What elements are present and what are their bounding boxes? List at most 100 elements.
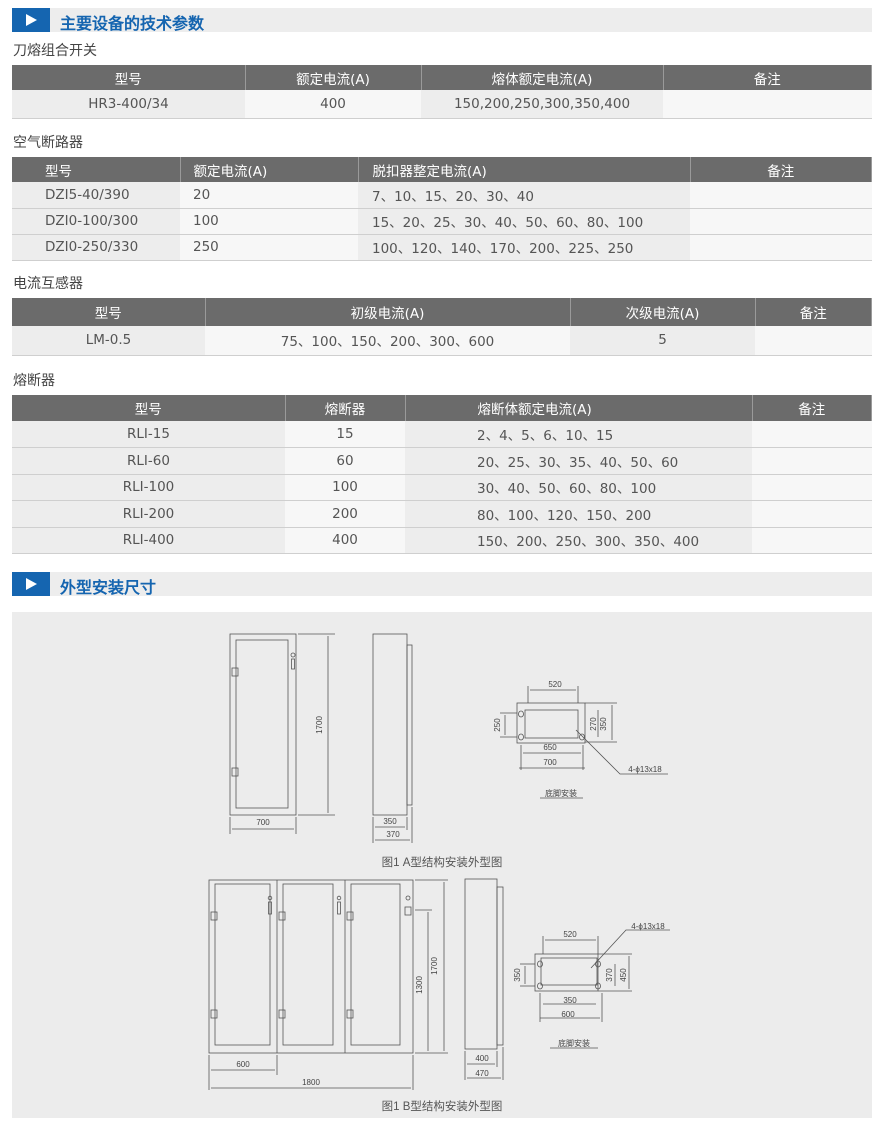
- cell: [755, 326, 872, 356]
- cell: DZI0-250/330: [12, 234, 180, 261]
- cell: 15: [285, 421, 405, 448]
- cell: 100: [180, 208, 358, 235]
- dim-side-depth: 350: [383, 817, 397, 826]
- dim-side-total: 470: [475, 1069, 489, 1078]
- cabinet-a-front: [229, 633, 335, 834]
- base-dim-inner-right: 270: [589, 717, 598, 731]
- cell: 100: [285, 474, 405, 501]
- header-cell: 熔体额定电流(A): [421, 65, 664, 90]
- cell: 400: [245, 90, 421, 119]
- section-header-dimensions: 外型安装尺寸: [12, 572, 872, 597]
- cell: DZI5-40/390: [12, 182, 180, 209]
- play-arrow-icon: [12, 572, 50, 596]
- base-dim-top: 520: [548, 680, 562, 689]
- header-cell: 备注: [752, 395, 872, 421]
- cell: [752, 421, 872, 448]
- header-cell: 备注: [663, 65, 872, 90]
- cell: 60: [285, 447, 405, 475]
- figure-a-caption: 图1 A型结构安装外型图: [382, 855, 503, 869]
- cell: LM-0.5: [12, 326, 205, 356]
- base-dim-right: 350: [599, 717, 608, 731]
- cell: [752, 527, 872, 554]
- dim-width: 1800: [302, 1078, 320, 1087]
- cell: [690, 234, 872, 261]
- cell: [690, 182, 872, 209]
- cell: HR3-400/34: [12, 90, 245, 119]
- base-label: 底脚安装: [558, 1038, 590, 1048]
- cell: RLI-200: [12, 500, 285, 528]
- cell: 2、4、5、6、10、15: [405, 421, 752, 448]
- header-cell: 初级电流(A): [205, 298, 571, 326]
- cell: [690, 208, 872, 235]
- cell: 75、100、150、200、300、600: [205, 326, 570, 356]
- table-title: 刀熔组合开关: [13, 43, 97, 59]
- header-cell: 熔断器: [285, 395, 406, 421]
- base-dim-left: 350: [513, 968, 522, 982]
- cell: 7、10、15、20、30、40: [358, 182, 690, 209]
- cell: [752, 500, 872, 528]
- cell: 200: [285, 500, 405, 528]
- cell: 100、120、140、170、200、225、250: [358, 234, 690, 261]
- dim-unit-width: 600: [236, 1060, 250, 1069]
- cell: 150,200,250,300,350,400: [421, 90, 663, 119]
- dim-side-depth: 400: [475, 1054, 489, 1063]
- cell: RLI-400: [12, 527, 285, 554]
- cell: 20、25、30、35、40、50、60: [405, 447, 752, 475]
- cell: 15、20、25、30、40、50、60、80、100: [358, 208, 690, 235]
- base-dim-top: 520: [563, 930, 577, 939]
- dim-height: 1700: [430, 957, 439, 975]
- header-cell: 备注: [755, 298, 872, 326]
- base-dim-inner-right: 370: [605, 968, 614, 982]
- dim-side-total: 370: [386, 830, 400, 839]
- figure-b-caption: 图1 B型结构安装外型图: [382, 1099, 503, 1113]
- table-title: 熔断器: [13, 373, 55, 389]
- installation-drawing: 1700 700 350 370 520 250 270 350 650 700…: [12, 612, 872, 1118]
- dim-width: 700: [256, 818, 270, 827]
- cabinet-b-side: [464, 878, 504, 1080]
- header-cell: 型号: [12, 298, 206, 326]
- cabinet-a-side: [372, 633, 413, 843]
- cell: DZI0-100/300: [12, 208, 180, 235]
- cell: RLI-15: [12, 421, 285, 448]
- section-title: 外型安装尺寸: [60, 578, 157, 597]
- base-dim-bottom-inner: 350: [563, 996, 577, 1005]
- base-holes: 4-ϕ13x18: [628, 765, 662, 774]
- cell: 80、100、120、150、200: [405, 500, 752, 528]
- header-cell: 型号: [12, 395, 286, 421]
- header-cell: 型号: [12, 65, 246, 90]
- section-title: 主要设备的技术参数: [60, 14, 205, 33]
- base-dim-right: 450: [619, 968, 628, 982]
- header-cell: 脱扣器整定电流(A): [358, 157, 691, 182]
- header-cell: 额定电流(A): [180, 157, 359, 182]
- play-arrow-icon: [12, 8, 50, 32]
- cell: 5: [570, 326, 755, 356]
- base-dim-bottom: 600: [561, 1010, 575, 1019]
- base-b: [520, 929, 670, 1049]
- cell: [752, 447, 872, 475]
- base-label: 底脚安装: [545, 788, 577, 798]
- base-dim-left: 250: [493, 718, 502, 732]
- cell: 250: [180, 234, 358, 261]
- cabinet-b-front: [208, 879, 448, 1090]
- table-title: 空气断路器: [13, 135, 83, 151]
- header-cell: 熔断体额定电流(A): [405, 395, 753, 421]
- table-title: 电流互感器: [13, 276, 83, 292]
- header-cell: 备注: [690, 157, 872, 182]
- cell: 400: [285, 527, 405, 554]
- header-cell: 额定电流(A): [245, 65, 422, 90]
- cell: 20: [180, 182, 358, 209]
- header-cell: 型号: [12, 157, 181, 182]
- cell: [752, 474, 872, 501]
- base-dim-bottom: 700: [543, 758, 557, 767]
- section-header-tech-params: 主要设备的技术参数: [12, 8, 872, 33]
